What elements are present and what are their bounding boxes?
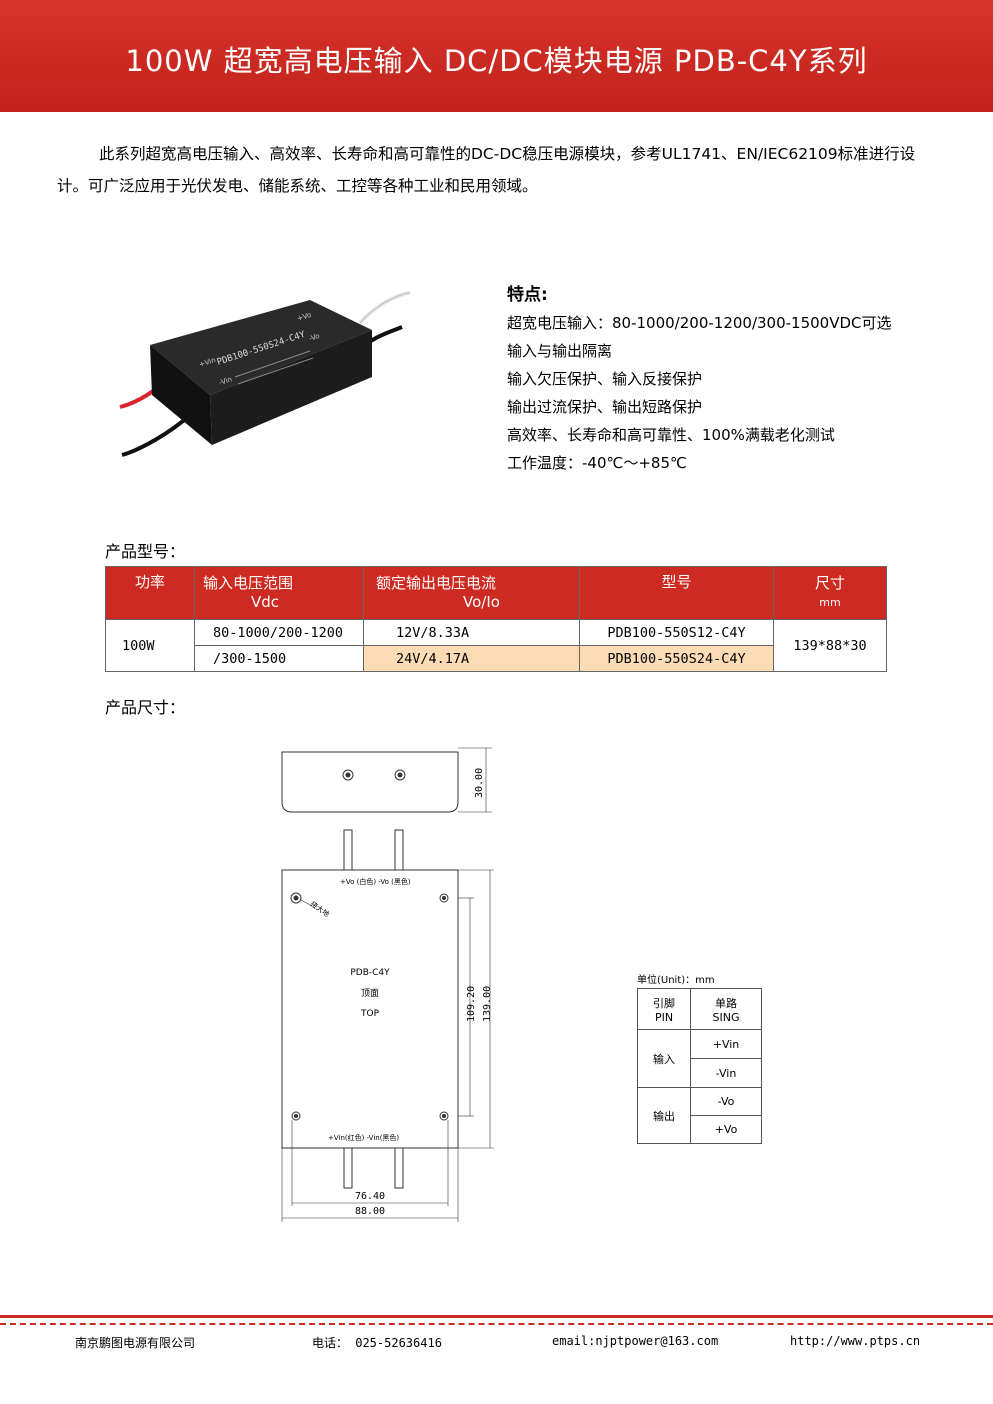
cell-input-range-1: 80-1000/200-1200 bbox=[194, 619, 364, 646]
footer-email[interactable]: email:njptpower@163.com bbox=[552, 1334, 719, 1348]
intro-paragraph: 此系列超宽高电压输入、高效率、长寿命和高可靠性的DC-DC稳压电源模块，参考UL… bbox=[57, 145, 916, 195]
header-banner bbox=[0, 0, 993, 112]
photo-minus-vo: -Vo bbox=[308, 332, 321, 343]
output-cell: 输出 bbox=[637, 1087, 691, 1144]
header-input-range: 输入电压范围 Vdc bbox=[194, 566, 364, 620]
feature-item: 高效率、长寿命和高可靠性、100%满载老化测试 bbox=[507, 426, 835, 444]
model-table: 功率 输入电压范围 Vdc 额定输出电压电流 Vo/Io 型号 尺寸 mm 10… bbox=[105, 566, 887, 672]
dim-height: 30.00 bbox=[474, 768, 485, 798]
top-name: PDB-C4Y bbox=[350, 968, 390, 978]
out-n-cell: -Vo bbox=[690, 1087, 762, 1116]
dimensions-label: 产品尺寸： bbox=[105, 698, 186, 717]
cell-input-range-2: /300-1500 bbox=[194, 645, 364, 672]
top-cn: 顶面 bbox=[361, 988, 379, 999]
features-title: 特点: bbox=[507, 285, 548, 305]
cell-output-2: 24V/4.17A bbox=[363, 645, 580, 672]
input-cell: 输入 bbox=[637, 1029, 691, 1088]
unit-label: 单位(Unit)：mm bbox=[637, 975, 715, 986]
bottom-leads-label: +Vin(红色) -Vin(黑色) bbox=[328, 1133, 399, 1142]
in-n-cell: -Vin bbox=[690, 1058, 762, 1088]
footer-line bbox=[0, 1315, 993, 1318]
header-size: 尺寸 mm bbox=[773, 566, 887, 620]
out-p-cell: +Vo bbox=[690, 1115, 762, 1144]
feature-item: 输入与输出隔离 bbox=[507, 342, 613, 360]
product-photo: PDB100-550S24-C4Y +Vin -Vin +Vo -Vo bbox=[119, 291, 410, 457]
cell-size: 139*88*30 bbox=[773, 619, 887, 672]
dim-length: 139.00 bbox=[482, 986, 493, 1022]
footer-url[interactable]: http://www.ptps.cn bbox=[790, 1334, 921, 1348]
header-model: 型号 bbox=[579, 566, 774, 620]
footer-company: 南京鹏图电源有限公司 bbox=[75, 1336, 196, 1350]
dim-inner-width: 76.40 bbox=[355, 1191, 385, 1202]
cell-model-1: PDB100-550S12-C4Y bbox=[579, 619, 774, 646]
models-label: 产品型号： bbox=[105, 542, 186, 561]
feature-item: 输入欠压保护、输入反接保护 bbox=[507, 370, 703, 388]
photo-minus-vin: -Vin bbox=[218, 375, 233, 387]
page-title: 100W 超宽高电压输入 DC/DC模块电源 PDB-C4Y系列 bbox=[125, 44, 868, 78]
top-en: TOP bbox=[360, 1009, 380, 1019]
footer-dash bbox=[0, 1323, 993, 1325]
header-output: 额定输出电压电流 Vo/Io bbox=[363, 566, 580, 620]
cell-power: 100W bbox=[105, 619, 195, 672]
top-leads-label: +Vo (白色) -Vo (黑色) bbox=[340, 877, 411, 886]
footer-phone: 电话： 025-52636416 bbox=[312, 1336, 442, 1350]
feature-item: 超宽电压输入：80-1000/200-1200/300-1500VDC可选 bbox=[507, 314, 892, 332]
dim-inner-length: 109.20 bbox=[466, 986, 477, 1022]
feature-item: 工作温度：-40℃～+85℃ bbox=[507, 454, 687, 472]
dimension-drawing: 30.00 +Vo (白色) -Vo (黑色) 接大地 PDB-C4Y 顶面 T… bbox=[281, 747, 494, 1222]
feature-item: 输出过流保护、输出短路保护 bbox=[507, 398, 703, 416]
ground-label: 接大地 bbox=[309, 899, 331, 918]
dim-width: 88.00 bbox=[355, 1206, 385, 1217]
in-p-cell: +Vin bbox=[690, 1029, 762, 1059]
header-power: 功率 bbox=[105, 566, 195, 620]
cell-output-1: 12V/8.33A bbox=[363, 619, 580, 646]
cell-model-2: PDB100-550S24-C4Y bbox=[579, 645, 774, 672]
